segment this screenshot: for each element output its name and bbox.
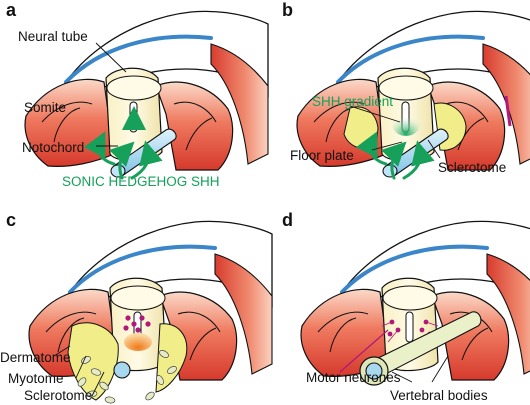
label-notochord: Notochord (22, 140, 84, 155)
label-vertebral-bodies: Vertebral bodies (390, 388, 488, 403)
vertebral-column (369, 311, 482, 379)
panel-letter-c: c (6, 210, 16, 230)
shh-gradient-zone (392, 112, 420, 136)
notochord-d (365, 362, 383, 380)
label-sonic-hedgehog: SONIC HEDGEHOG SHH (62, 174, 220, 189)
panel-b: b SHH gradient Floor plate Sclerotome (282, 0, 530, 180)
label-shh-gradient: SHH gradient (312, 94, 393, 109)
panel-letter-a: a (6, 0, 17, 20)
notochord-c (113, 361, 131, 379)
floor-plate (124, 333, 152, 351)
shh-arrows (83, 106, 163, 180)
label-motor-neurones: Motor neurones (306, 370, 401, 385)
panel-letter-b: b (282, 0, 293, 20)
label-neural-tube: Neural tube (18, 29, 88, 44)
label-myotome: Myotome (8, 371, 64, 386)
motor-neuron-dots (123, 315, 151, 333)
label-dermatome: Dermatome (0, 350, 71, 365)
panel-a: a Neural tube Somite Notochord SONIC HED… (6, 0, 270, 189)
migrating-cells (77, 350, 177, 404)
panel-letter-d: d (282, 210, 293, 230)
label-floor-plate: Floor plate (290, 148, 354, 163)
label-somite: Somite (24, 100, 66, 115)
label-sclerotome-c: Sclerotome (24, 388, 92, 403)
sclerotome-mass-right (155, 323, 188, 393)
label-sclerotome-b: Sclerotome (438, 160, 506, 175)
panel-d: d Motor neurones Vertebral bodies (282, 210, 530, 403)
panel-c: c (0, 210, 274, 404)
